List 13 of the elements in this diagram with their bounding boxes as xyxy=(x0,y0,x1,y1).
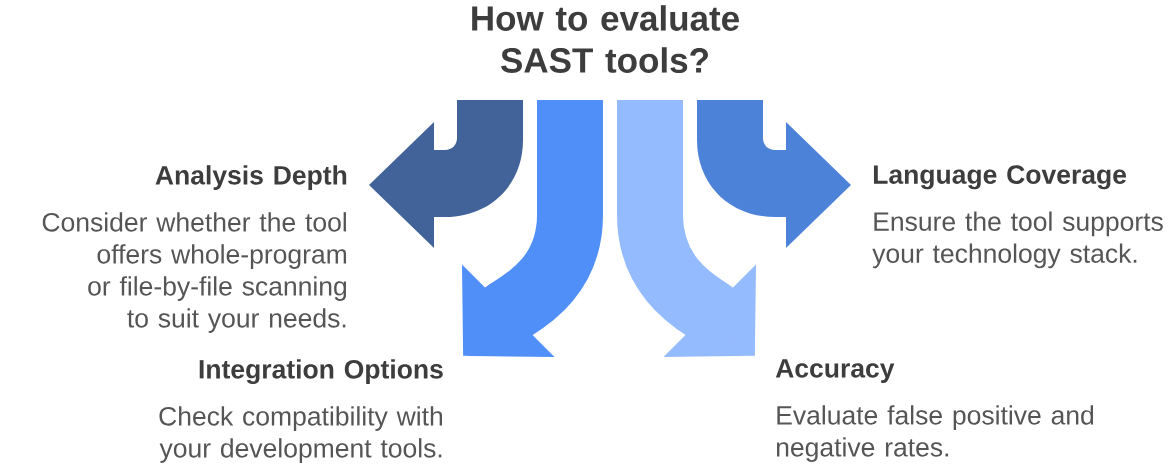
item-description: Evaluate false positive and negative rates. xyxy=(776,405,1094,462)
curved-arrow xyxy=(369,100,523,248)
curved-arrow xyxy=(697,100,851,248)
item-description: Check compatibility with your development tools. xyxy=(159,406,443,463)
curved-arrow xyxy=(617,100,756,357)
item-heading: Analysis Depth xyxy=(155,165,347,190)
item-description: Ensure the tool supports your technology stack. xyxy=(872,211,1163,269)
item-description: Consider whether the tool offers whole-program or file-by-file scanning to suit your needs. xyxy=(42,212,347,333)
item-heading: Language Coverage xyxy=(873,165,1127,190)
curved-arrow xyxy=(462,100,603,357)
item-heading: Accuracy xyxy=(775,359,895,383)
title: How to evaluate SAST tools? xyxy=(472,5,739,73)
item-heading: Integration Options xyxy=(199,359,443,384)
